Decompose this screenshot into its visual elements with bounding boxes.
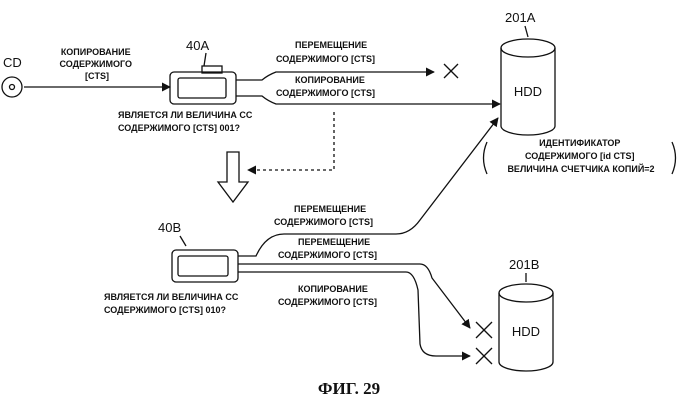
device-b-copy-label: КОПИРОВАНИЕ СОДЕРЖИМОГО [CTS]: [278, 284, 377, 307]
blocked-x-icon-b-move: [476, 322, 492, 338]
device-b-move-to-hdd-a-arrow: [238, 118, 498, 256]
hollow-down-arrow-icon: [218, 152, 248, 202]
device-a-question: ЯВЛЯЕТСЯ ЛИ ВЕЛИЧИНА CC СОДЕРЖИМОГО [CTS…: [118, 110, 255, 133]
device-b-question: ЯВЛЯЕТСЯ ЛИ ВЕЛИЧИНА CC СОДЕРЖИМОГО [CTS…: [104, 292, 241, 315]
hdd-b-ref: 201B: [509, 257, 539, 272]
hdd-a-info: ИДЕНТИФИКАТОР СОДЕРЖИМОГО [id CTS] ВЕЛИЧ…: [507, 138, 654, 174]
hdd-b-label: HDD: [512, 324, 540, 339]
device-b-leader: [180, 236, 186, 246]
hdd-a-ref: 201A: [505, 10, 536, 25]
hdd-a-leader: [525, 26, 528, 37]
hdd-a-label: HDD: [514, 84, 542, 99]
cd-label: CD: [3, 55, 22, 70]
dashed-transfer-arrow: [248, 112, 334, 170]
device-b-move-down-label: ПЕРЕМЕЩЕНИЕ СОДЕРЖИМОГО [CTS]: [278, 237, 377, 260]
cd-copy-label: КОПИРОВАНИЕ СОДЕРЖИМОГО [CTS]: [59, 47, 134, 81]
device-b-ref: 40B: [158, 220, 181, 235]
cd-disc-icon: [2, 77, 22, 97]
device-b-move-blocked-arrow: [238, 264, 470, 328]
device-a-move-label: ПЕРЕМЕЩЕНИЕ СОДЕРЖИМОГО [CTS]: [276, 40, 375, 64]
device-a-leader: [204, 53, 206, 66]
figure-caption: ФИГ. 29: [318, 379, 380, 398]
blocked-x-icon-a-move: [444, 64, 458, 78]
memory-card-a-icon: [170, 66, 236, 104]
device-a-ref: 40A: [186, 38, 209, 53]
device-b-move-up-label: ПЕРЕМЕЩЕНИЕ СОДЕРЖИМОГО [CTS]: [274, 204, 373, 227]
blocked-x-icon-b-copy: [476, 348, 492, 364]
device-a-copy-label: КОПИРОВАНИЕ СОДЕРЖИМОГО [CTS]: [276, 75, 375, 98]
hdd-a-info-paren-left: [484, 142, 488, 174]
memory-card-b-icon: [172, 250, 238, 282]
hdd-a-info-paren-right: [672, 142, 676, 174]
